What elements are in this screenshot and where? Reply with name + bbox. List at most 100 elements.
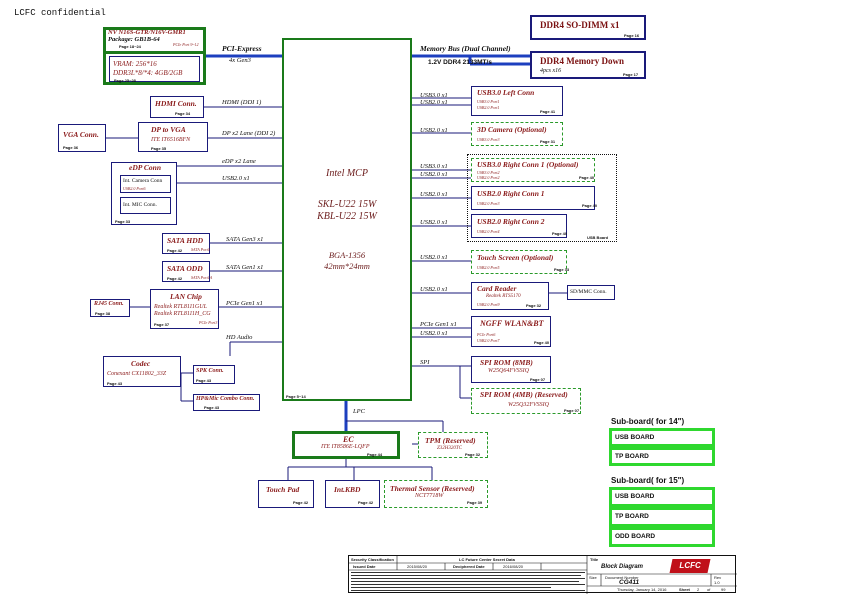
usb20-right1-page: Page 40: [582, 203, 598, 208]
touchpad-block: Touch Pad Page 42: [258, 480, 314, 508]
lan-chip-sub1: Realtek RTL8111GUL: [154, 304, 207, 310]
int-mic-block: Int. MIC Conn.: [120, 197, 171, 214]
usb20-right2-p1: USB2.0 Port4: [477, 229, 500, 234]
cpu-line2: SKL-U22 15W: [317, 199, 377, 210]
cpu-line3: KBL-U22 15W: [317, 211, 377, 222]
spk-conn-block: SPK Conn. Page 43: [193, 365, 235, 384]
vram-ddr: DDR3L*8/*4: 4GB/2GB: [113, 69, 183, 77]
lcfc-logo: LCFC: [669, 559, 711, 573]
int-mic-title: Int. MIC Conn.: [123, 202, 157, 208]
edp-conn-title: eDP Conn: [129, 163, 162, 172]
sdmmc-title: SD/MMC Conn.: [570, 289, 607, 295]
usb30-right-page: Page 40: [579, 175, 595, 180]
vram-size: VRAM: 256*16: [113, 60, 157, 68]
kbd-block: Int.KBD Page 42: [325, 480, 380, 508]
tpm-page: Page 32: [465, 452, 481, 457]
camera-3d-page: Page 31: [540, 139, 556, 144]
pcie-wlan-link: PCIe Gen1 x1: [420, 321, 457, 328]
touch-screen-p1: USB2.0 Port5: [477, 265, 500, 270]
camera-3d-block: 3D Camera (Optional) USB3.0 Port3 Page 3…: [471, 122, 563, 146]
tb-of-value: 99: [721, 587, 726, 592]
spi-rom2-page: Page 07: [564, 408, 580, 413]
memory-bus-label: Memory Bus (Dual Channel): [420, 44, 511, 53]
gpu-page: Page 18~24: [119, 44, 141, 49]
subboard14-usb-label: USB BOARD: [615, 434, 655, 441]
cpu-block: Intel MCP SKL-U22 15W KBL-U22 15W BGA-13…: [282, 38, 412, 401]
thermal-block: Thermal Sensor (Reserved) NCT7718W Page …: [384, 480, 488, 508]
subboard14-title: Sub-board( for 14"): [611, 417, 685, 426]
edp-conn-block: eDP Conn Int. Camera Conn USB2.0 Port6 I…: [111, 162, 177, 225]
lan-chip-page: Page 37: [154, 322, 170, 327]
tb-issued-label: Issued Date: [353, 564, 376, 569]
ec-page: Page 44: [367, 452, 383, 457]
usb20-right1-p1: USB2.0 Port3: [477, 201, 500, 206]
usb20-cam-link-label: USB2.0 x1: [222, 175, 250, 182]
hp-mic-block: HP&Mic Combo Conn. Page 43: [193, 394, 260, 411]
usb30-right-p1: USB3.0 Port2: [477, 170, 500, 175]
ec-sub: ITE IT8586E-LQFP: [321, 444, 370, 450]
dp-link-label: DP x2 Lane (DDI 2): [222, 130, 276, 137]
sodimm-title: DDR4 SO-DIMM x1: [540, 20, 620, 30]
lcfc-logo-text: LCFC: [679, 561, 701, 570]
tb-docnum-label: Document Number: [605, 575, 639, 580]
spi-rom-title: SPI ROM (8MB): [480, 358, 533, 367]
subboard15-usb-label: USB BOARD: [615, 493, 655, 500]
thermal-sub: NCT7718W: [415, 493, 444, 499]
camera-3d-p1: USB3.0 Port3: [477, 137, 500, 142]
tb-rev-label: Rev: [714, 575, 722, 580]
sdmmc-block: SD/MMC Conn.: [567, 285, 615, 300]
rj45-block: RJ45 Conn. Page 38: [90, 299, 130, 317]
spi-rom2-block: SPI ROM (4MB) (Reserved) W25Q32FVSSIQ Pa…: [471, 388, 581, 414]
vram-inner: VRAM: 256*16 DDR3L*8/*4: 4GB/2GB Page 25…: [109, 56, 200, 83]
edp-link-label: eDP x2 Lane: [222, 158, 256, 165]
touch-screen-block: Touch Screen (Optional) USB2.0 Port5 Pag…: [471, 250, 569, 274]
spi-rom2-sub: W25Q32FVSSIQ: [508, 402, 549, 408]
usb20-2-link: USB2.0 x1: [420, 171, 448, 178]
sodimm-page: Page 16: [624, 33, 640, 38]
spi-rom-block: SPI ROM (8MB) W25Q64FVSSIQ Page 07: [471, 356, 551, 383]
vram-page: Page 25~28: [114, 78, 136, 83]
usb20-3-link: USB2.0 x1: [420, 191, 448, 198]
tb-rev-value: 1.0: [714, 580, 720, 585]
tb-decip-value: 2016/08/20: [503, 564, 524, 569]
lan-chip-title: LAN Chip: [170, 292, 202, 301]
int-camera-port: USB2.0 Port6: [123, 186, 146, 191]
sata-odd-link-label: SATA Gen1 x1: [226, 264, 264, 271]
dp2vga-title: DP to VGA: [151, 125, 186, 134]
vga-conn-title: VGA Conn.: [63, 130, 99, 139]
subboard15-odd-label: ODD BOARD: [615, 533, 656, 540]
memdown-sub: 4pcs x16: [540, 68, 562, 74]
hdmi-link-label: HDMI (DDI 1): [222, 99, 262, 106]
wlan-block: NGFF WLAN&BT PCIe Port6 USB2.0 Port7 Pag…: [471, 316, 551, 347]
codec-sub: Conexant CX11802_33Z: [107, 371, 167, 377]
tpm-block: TPM (Reserved) Z32H320TC Page 32: [418, 432, 488, 458]
usb20-right1-block: USB2.0 Right Conn 1 USB2.0 Port3 Page 40: [471, 186, 598, 210]
usb30-left-p1: USB3.0 Port1: [477, 99, 500, 104]
spi-link: SPI: [420, 359, 430, 366]
usb20-right2-block: USB2.0 Right Conn 2 USB2.0 Port4 Page 40: [471, 214, 567, 238]
camera-3d-title: 3D Camera (Optional): [477, 125, 547, 134]
vga-conn-block: VGA Conn. Page 36: [58, 124, 106, 152]
usb20-6-link: USB2.0 x1: [420, 286, 448, 293]
codec-title: Codec: [131, 359, 151, 368]
sata-odd-title: SATA ODD: [167, 264, 203, 273]
subboard15-usb: USB BOARD: [609, 487, 715, 507]
sata-odd-block: SATA ODD Page 42 SATA Port1A: [162, 261, 212, 282]
usb20-5-link: USB2.0 x1: [420, 254, 448, 261]
vga-conn-page: Page 36: [63, 145, 79, 150]
sata-hdd-block: SATA HDD Page 42 SATA Port0: [162, 233, 210, 254]
tb-sheet-value: 2: [697, 587, 700, 592]
wlan-p2: USB2.0 Port7: [477, 338, 500, 343]
tpm-title: TPM (Reserved): [425, 436, 476, 445]
gpu-title: NV N16S-GTR/N16V-GMR1: [108, 29, 186, 36]
touchpad-page: Page 42: [293, 500, 309, 505]
subboard14-usb: USB BOARD: [609, 428, 715, 447]
lpc-link-label: LPC: [353, 408, 365, 415]
wlan-page: Page 40: [534, 340, 550, 345]
dp2vga-page: Page 35: [151, 146, 167, 151]
tb-secret: LC Future Center Secret Data: [459, 557, 515, 562]
kbd-title: Int.KBD: [334, 485, 361, 494]
card-reader-sub: Realtek RTS5170: [486, 294, 521, 299]
rj45-title: RJ45 Conn.: [94, 301, 124, 307]
int-camera-title: Int. Camera Conn: [123, 178, 163, 184]
